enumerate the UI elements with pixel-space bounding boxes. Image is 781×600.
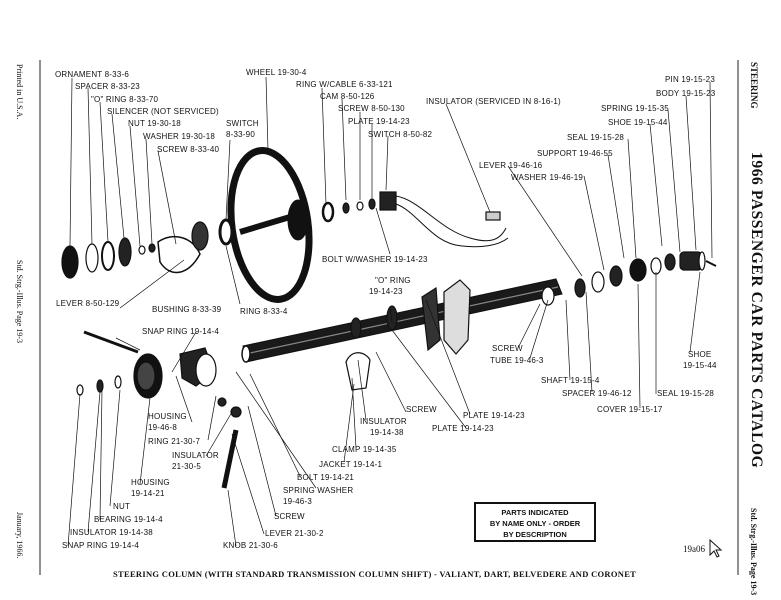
label-insulator-column: INSULATOR bbox=[360, 417, 407, 426]
label-snap-ring-lower: SNAP RING 19-14-4 bbox=[62, 541, 140, 550]
label-body: BODY 19-15-23 bbox=[656, 89, 716, 98]
label-plate-top: PLATE 19-14-23 bbox=[348, 117, 410, 126]
label-screw-plate: SCREW bbox=[406, 405, 437, 414]
label-spring-washer-number: 19-46-3 bbox=[283, 497, 312, 506]
note-line-2: BY NAME ONLY - ORDER bbox=[489, 519, 581, 528]
label-seal-bottom: SEAL 19-15-28 bbox=[657, 389, 715, 398]
label-switch-cable: SWITCH 8-50-82 bbox=[368, 130, 433, 139]
label-insulator-lower: INSULATOR 19-14-38 bbox=[70, 528, 153, 537]
column-lower-parts bbox=[541, 251, 717, 306]
label-silencer: SILENCER (NOT SERVICED) bbox=[107, 107, 219, 116]
illustration-reference-code: 19a06 bbox=[683, 544, 705, 554]
label-nut-lower: NUT bbox=[113, 502, 131, 511]
label-bolt-washer: BOLT W/WASHER 19-14-23 bbox=[322, 255, 428, 264]
label-housing-lower: HOUSING bbox=[131, 478, 170, 487]
label-shoe-top: SHOE 19-15-44 bbox=[608, 118, 668, 127]
note-line-1: PARTS INDICATED bbox=[501, 508, 569, 517]
parts-note-box: PARTS INDICATED BY NAME ONLY - ORDER BY … bbox=[474, 502, 596, 542]
label-insulator-serviced: INSULATOR (SERVICED IN 8-16-1) bbox=[426, 97, 561, 106]
label-bolt: BOLT 19-14-21 bbox=[297, 473, 355, 482]
note-line-3: BY DESCRIPTION bbox=[503, 530, 567, 539]
label-shoe-right: SHOE bbox=[688, 350, 712, 359]
label-wheel: WHEEL 19-30-4 bbox=[246, 68, 307, 77]
label-ring-cable: RING W/CABLE 6-33-121 bbox=[296, 80, 393, 89]
label-snap-ring-upper: SNAP RING 19-14-4 bbox=[142, 327, 220, 336]
label-nut: NUT 19-30-18 bbox=[128, 119, 181, 128]
label-spacer: SPACER 8-33-23 bbox=[75, 82, 140, 91]
horn-parts bbox=[61, 218, 234, 279]
label-screw-cam: SCREW 8-50-130 bbox=[338, 104, 405, 113]
label-insulator-shift-number: 21-30-5 bbox=[172, 462, 201, 471]
label-spring: SPRING 19-15-35 bbox=[601, 104, 669, 113]
label-o-ring-column-number: 19-14-23 bbox=[369, 287, 403, 296]
column-plate bbox=[350, 279, 471, 355]
label-washer: WASHER 19-30-18 bbox=[143, 132, 216, 141]
label-clamp: CLAMP 19-14-35 bbox=[332, 445, 397, 454]
label-shaft: SHAFT 19-15-4 bbox=[541, 376, 600, 385]
label-cam: CAM 8-50-126 bbox=[320, 92, 375, 101]
label-bushing: BUSHING 8-33-39 bbox=[152, 305, 222, 314]
label-jacket: JACKET 19-14-1 bbox=[319, 460, 383, 469]
turn-signal-switch bbox=[321, 191, 509, 248]
label-switch-number: 8-33-90 bbox=[226, 130, 255, 139]
mouse-cursor-icon bbox=[709, 539, 723, 558]
label-insulator-shift: INSULATOR bbox=[172, 451, 219, 460]
label-screw-horn: SCREW 8-33-40 bbox=[157, 145, 220, 154]
label-spring-washer: SPRING WASHER bbox=[283, 486, 354, 495]
clamp bbox=[345, 352, 371, 391]
label-pin: PIN 19-15-23 bbox=[665, 75, 715, 84]
label-tube: TUBE 19-46-3 bbox=[490, 356, 544, 365]
label-housing-lower-number: 19-14-21 bbox=[131, 489, 165, 498]
shift-lever-parts bbox=[76, 330, 242, 489]
label-switch: SWITCH bbox=[226, 119, 259, 128]
label-insulator-column-number: 19-14-38 bbox=[370, 428, 404, 437]
label-housing-upper-number: 19-46-8 bbox=[148, 423, 177, 432]
label-lever-shift: LEVER 8-50-129 bbox=[56, 299, 120, 308]
label-screw-lever: SCREW bbox=[274, 512, 305, 521]
label-o-ring: "O" RING 8-33-70 bbox=[91, 95, 159, 104]
label-o-ring-column: "O" RING bbox=[375, 276, 411, 285]
label-cover: COVER 19-15-17 bbox=[597, 405, 663, 414]
label-support: SUPPORT 19-46-55 bbox=[537, 149, 613, 158]
label-housing-upper: HOUSING bbox=[148, 412, 187, 421]
label-ring-wheel: RING 8-33-4 bbox=[240, 307, 288, 316]
label-ring-shift: RING 21-30-7 bbox=[148, 437, 201, 446]
label-bearing: BEARING 19-14-4 bbox=[94, 515, 163, 524]
label-ornament: ORNAMENT 8-33-6 bbox=[55, 70, 129, 79]
label-screw-tube: SCREW bbox=[492, 344, 523, 353]
label-knob: KNOB 21-30-6 bbox=[223, 541, 278, 550]
label-spacer-column: SPACER 19-46-12 bbox=[562, 389, 632, 398]
label-lever-gearshift: LEVER 21-30-2 bbox=[265, 529, 324, 538]
leader-lines bbox=[67, 76, 713, 547]
steering-wheel bbox=[227, 147, 313, 303]
label-plate-middle: PLATE 19-14-23 bbox=[463, 411, 525, 420]
label-shoe-right-number: 19-15-44 bbox=[683, 361, 717, 370]
label-lever-column: LEVER 19-46-16 bbox=[479, 161, 543, 170]
label-plate-lower: PLATE 19-14-23 bbox=[432, 424, 494, 433]
label-washer-column: WASHER 19-46-19 bbox=[511, 173, 584, 182]
label-seal-top: SEAL 19-15-28 bbox=[567, 133, 625, 142]
figure-caption: STEERING COLUMN (WITH STANDARD TRANSMISS… bbox=[113, 569, 637, 579]
